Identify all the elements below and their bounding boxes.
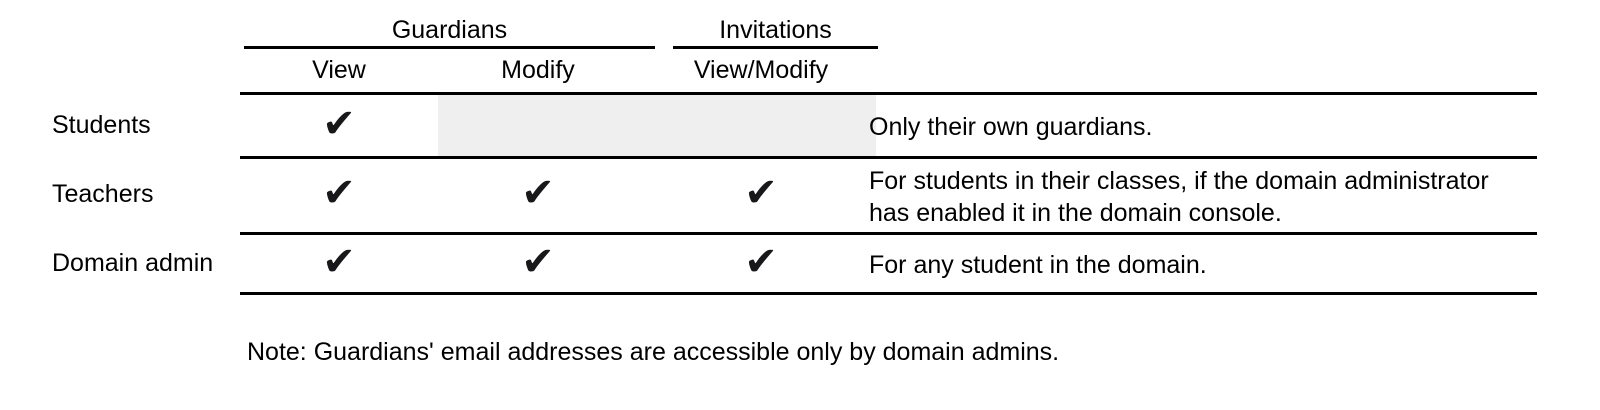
cell-shaded-not-applicable [438,95,876,156]
check-teachers-invitations-view-modify: ✔ [744,170,778,216]
column-group-header-guardians: Guardians [391,16,508,44]
table-row-label-students: Students [52,111,151,139]
rule-under-guardians-group [244,46,655,49]
table-row-label-teachers: Teachers [52,180,154,208]
table-row-description-students: Only their own guardians. [869,113,1153,141]
column-header-modify: Modify [501,56,575,84]
rule-table-bottom [240,292,1537,295]
column-group-header-invitations: Invitations [719,16,832,44]
check-teachers-guardians-modify: ✔ [521,170,555,216]
rule-after-students-row [240,156,1537,159]
table-row-description-teachers: For students in their classes, if the do… [869,167,1489,227]
table-row-label-domain-admin: Domain admin [52,249,214,277]
check-students-guardians-view: ✔ [322,101,356,147]
table-row-description-domain-admin: For any student in the domain. [869,251,1207,279]
rule-under-invitations-group [673,46,878,49]
column-header-view: View [312,56,366,84]
check-domain-admin-guardians-view: ✔ [322,239,356,285]
check-domain-admin-guardians-modify: ✔ [521,239,555,285]
rule-header-bottom [240,92,1537,95]
rule-after-teachers-row [240,232,1537,235]
table-footnote: Note: Guardians' email addresses are acc… [247,338,1060,366]
check-teachers-guardians-view: ✔ [322,170,356,216]
column-header-view-modify: View/Modify [693,56,829,84]
check-domain-admin-invitations-view-modify: ✔ [744,239,778,285]
